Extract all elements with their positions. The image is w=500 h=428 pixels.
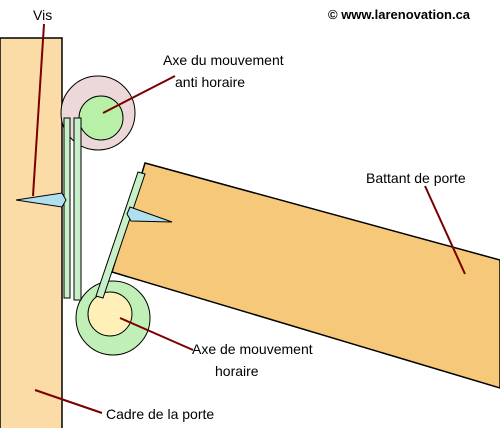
- label-counter-axis-line2: anti horaire: [175, 74, 246, 90]
- label-clockwise-axis-line1: Axe de mouvement: [192, 341, 313, 357]
- leader-door-leaf: [424, 185, 466, 275]
- copyright-text: © www.larenovation.ca: [328, 7, 471, 22]
- screw-door: [126, 206, 173, 223]
- leader-door-frame: [34, 389, 103, 414]
- leader-clockwise-axis: [119, 317, 194, 351]
- knuckle-bottom-inner: [87, 291, 133, 337]
- hinge-leaf-door: [95, 171, 146, 299]
- door-frame: [0, 37, 63, 428]
- hinge-leaf-frame: [63, 117, 71, 299]
- leader-screw: [32, 23, 45, 197]
- knuckle-top-inner: [78, 95, 124, 141]
- label-clockwise-axis-line2: horaire: [215, 363, 259, 379]
- label-door-leaf: Battant de porte: [366, 170, 466, 186]
- hinge-arm-link: [73, 117, 82, 301]
- label-counter-axis-line1: Axe du mouvement: [163, 52, 284, 68]
- screw-frame: [15, 192, 67, 208]
- label-door-frame: Cadre de la porte: [106, 406, 215, 422]
- leader-counter-axis: [102, 75, 176, 114]
- label-screw: Vis: [33, 7, 53, 23]
